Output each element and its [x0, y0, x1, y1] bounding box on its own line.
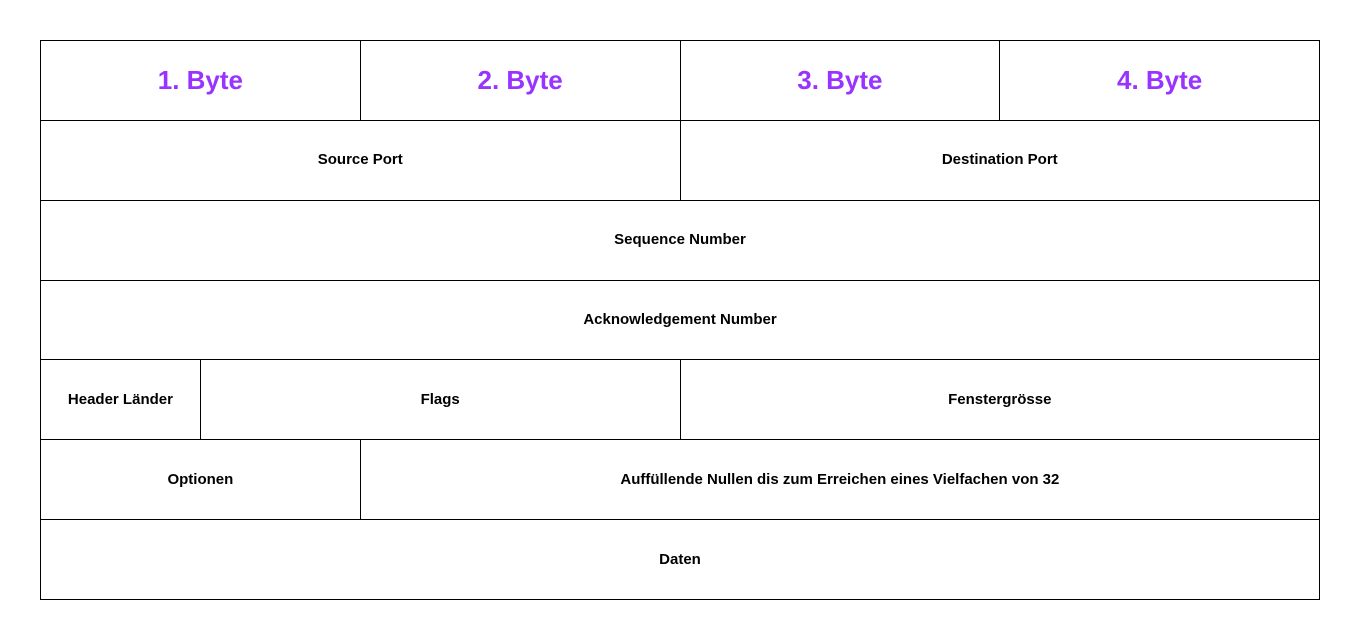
byte-header-2: 2. Byte	[360, 41, 680, 120]
cell-source-port: Source Port	[41, 120, 680, 200]
cell-daten: Daten	[41, 520, 1319, 599]
cell-destination-port: Destination Port	[680, 120, 1319, 200]
cell-padding-nullen: Auffüllende Nullen dis zum Erreichen ein…	[360, 440, 1319, 520]
cell-fenstergroesse: Fenstergrösse	[680, 360, 1319, 440]
cell-acknowledgement-number: Acknowledgement Number	[41, 280, 1319, 360]
cell-optionen: Optionen	[41, 440, 360, 520]
byte-header-4: 4. Byte	[1000, 41, 1319, 120]
byte-header-1: 1. Byte	[41, 41, 360, 120]
tcp-header-table: 1. Byte 2. Byte 3. Byte 4. Byte Source P…	[40, 40, 1320, 600]
cell-sequence-number: Sequence Number	[41, 200, 1319, 280]
cell-flags: Flags	[200, 360, 680, 440]
byte-header-3: 3. Byte	[680, 41, 1000, 120]
tcp-header-diagram: 1. Byte 2. Byte 3. Byte 4. Byte Source P…	[40, 40, 1320, 600]
cell-header-laenge: Header Länder	[41, 360, 200, 440]
